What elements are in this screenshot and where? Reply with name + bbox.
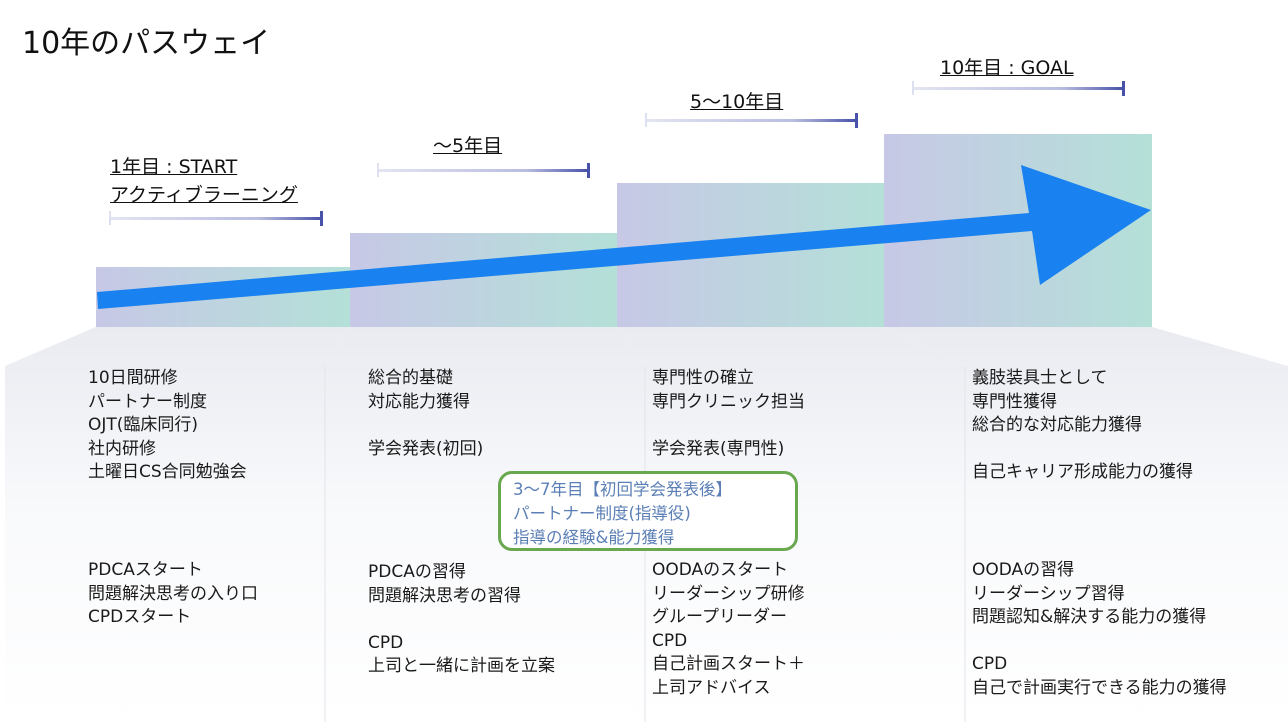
list-item: 義肢装具士として	[972, 368, 1108, 388]
list-item	[972, 630, 1227, 654]
list-item: 10日間研修	[88, 368, 178, 388]
column-1-mid: PDCAスタート 問題解決思考の入り口 CPDスタート	[88, 559, 258, 630]
content-panel-1	[5, 327, 350, 722]
list-item: 自己計画スタート＋	[652, 654, 805, 674]
callout-line: パートナー制度(指導役)	[513, 504, 691, 523]
phase-label-line: アクティブラーニング	[110, 184, 298, 206]
column-3-mid: OODAのスタート リーダーシップ研修 グループリーダー CPD 自己計画スター…	[652, 559, 805, 700]
list-item: 専門性獲得	[972, 391, 1057, 412]
range-bar-2	[377, 163, 590, 178]
column-4-mid: OODAの習得 リーダーシップ習得 問題認知&解決する能力の獲得 CPD 自己で…	[972, 559, 1227, 700]
content-panel-4	[884, 327, 1288, 722]
list-item: 土曜日CS合同勉強会	[88, 462, 247, 482]
phase-label-4: 10年目 : GOAL	[940, 55, 1074, 81]
list-item: 上司アドバイス	[652, 677, 771, 698]
list-item: PDCAの習得	[368, 562, 466, 582]
list-item: 社内研修	[88, 438, 156, 459]
callout-line: 3～7年目【初回学会発表後】	[513, 480, 732, 499]
list-item: 総合的基礎	[368, 368, 453, 388]
range-bar-4	[912, 81, 1125, 96]
list-item: グループリーダー	[652, 607, 787, 627]
list-item: OODAのスタート	[652, 560, 789, 580]
list-item: 上司と一緒に計画を立案	[368, 656, 555, 676]
list-item: パートナー制度	[88, 391, 207, 412]
content-panel-2	[325, 327, 645, 722]
list-item: 問題解決思考の入り口	[88, 583, 258, 604]
phase-label-2: ～5年目	[433, 133, 502, 159]
column-2-top: 総合的基礎 対応能力獲得 学会発表(初回)	[368, 367, 483, 461]
list-item: CPD	[972, 654, 1008, 674]
list-item: 学会発表(初回)	[368, 438, 484, 459]
list-item: 総合的な対応能力獲得	[972, 415, 1142, 435]
list-item: PDCAスタート	[88, 560, 203, 580]
list-item: CPDスタート	[88, 607, 192, 627]
list-item	[972, 438, 1193, 462]
phase-label-1: 1年目 : START アクティブラーニング	[110, 154, 298, 208]
phase-label-line: 10年目 : GOAL	[940, 57, 1074, 79]
column-2-mid: PDCAの習得 問題解決思考の習得 CPD 上司と一緒に計画を立案	[368, 561, 555, 679]
list-item	[652, 414, 805, 438]
list-item	[368, 414, 483, 438]
list-item: OODAの習得	[972, 560, 1075, 580]
column-4-top: 義肢装具士として 専門性獲得 総合的な対応能力獲得 自己キャリア形成能力の獲得	[972, 367, 1193, 485]
list-item: リーダーシップ習得	[972, 583, 1125, 604]
list-item: 自己で計画実行できる能力の獲得	[972, 677, 1227, 698]
phase-label-line: 5～10年目	[690, 91, 784, 113]
callout-box: 3～7年目【初回学会発表後】 パートナー制度(指導役) 指導の経験&能力獲得	[498, 471, 798, 551]
list-item: 専門性の確立	[652, 368, 754, 388]
range-bar-3	[645, 113, 858, 128]
list-item: 学会発表(専門性)	[652, 438, 785, 459]
phase-label-line: 1年目 : START	[110, 156, 238, 178]
list-item: 問題解決思考の習得	[368, 585, 521, 606]
column-3-top: 専門性の確立 専門クリニック担当 学会発表(専門性)	[652, 367, 805, 461]
list-item: 自己キャリア形成能力の獲得	[972, 462, 1193, 482]
list-item: CPD	[652, 630, 688, 651]
page-title: 10年のパスウェイ	[22, 26, 271, 61]
list-item: OJT(臨床同行)	[88, 415, 199, 435]
list-item: リーダーシップ研修	[652, 583, 805, 604]
list-item: 問題認知&解決する能力の獲得	[972, 607, 1207, 627]
callout-line: 指導の経験&能力獲得	[513, 528, 675, 547]
list-item: 対応能力獲得	[368, 391, 470, 412]
range-bar-1	[109, 211, 323, 226]
list-item	[368, 608, 555, 632]
list-item: CPD	[368, 632, 404, 653]
phase-label-line: ～5年目	[433, 135, 503, 157]
column-1-top: 10日間研修 パートナー制度 OJT(臨床同行) 社内研修 土曜日CS合同勉強会	[88, 367, 247, 485]
phase-label-3: 5～10年目	[690, 89, 783, 115]
list-item: 専門クリニック担当	[652, 391, 805, 412]
growth-arrow	[97, 165, 1151, 309]
